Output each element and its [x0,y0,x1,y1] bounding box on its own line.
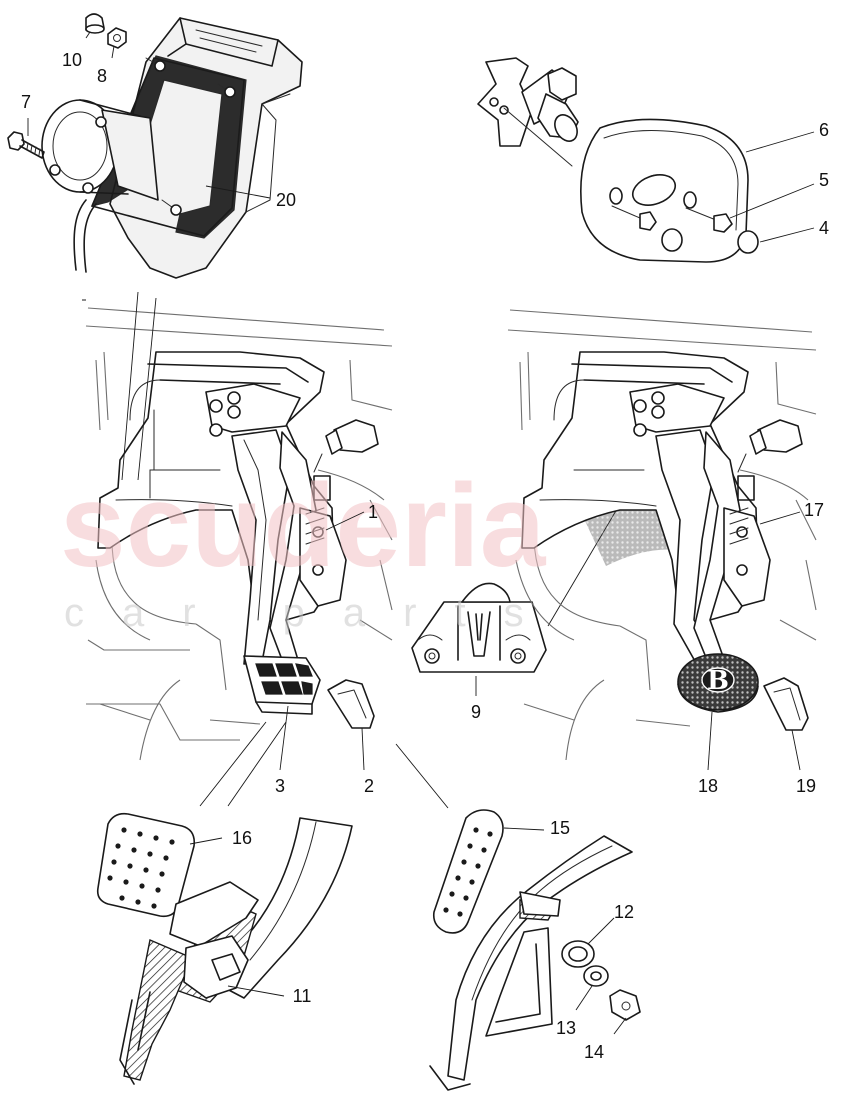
callout-12: 12 [614,902,634,922]
callout-13: 13 [556,1018,576,1038]
pedal-pad-part-16 [96,812,196,918]
badge-letter: B [707,666,729,696]
watermark-main-text: scuderia [60,460,547,592]
pedal-box-left [82,291,393,761]
accelerator-pad-part-19 [763,677,809,731]
callout-1: 1 [368,502,378,522]
bolt-part-7 [7,131,45,159]
cover-assembly-top-right [477,57,759,263]
callout-14: 14 [584,1042,604,1062]
screw-part-5 [611,205,733,233]
bracket-assembly-top-left [7,13,303,279]
stud-bolt [217,83,236,98]
watermark-sub-text: car parts [64,591,562,635]
badge-pedal-part-18: B [677,653,759,713]
stud-bolt [161,199,182,216]
callout-10: 10 [62,50,82,70]
pedal-box-right: B [507,309,817,761]
callout-11: 11 [293,986,312,1006]
callout-18: 18 [698,776,718,796]
callout-numbers: 1 2 3 4 5 6 7 8 9 10 11 12 13 14 15 16 1… [21,50,829,1062]
clip-detail-part-9 [411,469,641,673]
callout-17: 17 [804,500,824,520]
callout-9: 9 [471,702,481,722]
accelerator-pad-part-2 [327,679,375,729]
callout-15: 15 [550,818,570,838]
plug-part-4 [661,228,759,254]
callout-5: 5 [819,170,829,190]
callout-8: 8 [97,66,107,86]
pedal-arm-detail-right [429,809,641,1091]
stud-bolt [145,57,166,72]
pedal-pad-part-15 [432,809,504,934]
callout-3: 3 [275,776,285,796]
pedal-arm-detail-left [96,721,449,1085]
washer-part-13 [583,965,609,987]
callout-6: 6 [819,120,829,140]
screw-part-14 [609,989,641,1021]
callout-2: 2 [364,776,374,796]
washer-part-12 [561,940,595,968]
callout-7: 7 [21,92,31,112]
scuderia-watermark: scuderia car parts [60,460,562,635]
cap-nut-part-10 [85,13,105,34]
callout-16: 16 [232,828,252,848]
callout-19: 19 [796,776,816,796]
brake-pedal-pad-part-3 [243,655,321,715]
callout-leaders [27,31,815,1035]
callout-4: 4 [819,218,829,238]
hex-nut-part-8 [107,27,127,49]
callout-20: 20 [276,190,296,210]
